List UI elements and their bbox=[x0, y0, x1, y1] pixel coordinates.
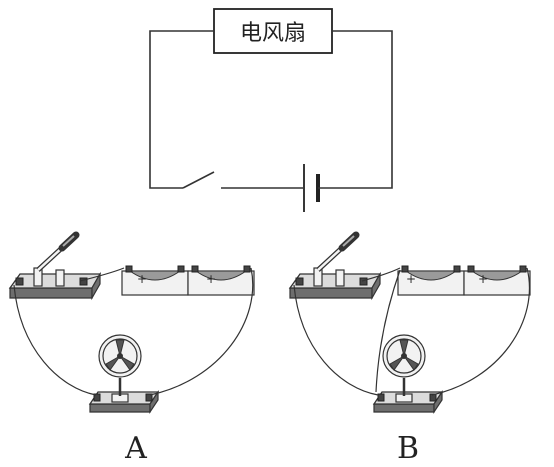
wire-b-1 bbox=[293, 284, 379, 396]
wire-b-2 bbox=[361, 267, 401, 282]
knife-switch-b bbox=[290, 235, 380, 298]
wire-a-3 bbox=[149, 267, 254, 396]
battery-pack-b: + + bbox=[397, 265, 531, 296]
fan-b bbox=[372, 333, 444, 414]
battery-plus-b1: + bbox=[406, 272, 416, 286]
wire-b-3 bbox=[375, 269, 401, 393]
battery-plus-a2: + bbox=[206, 272, 216, 286]
battery-plus-a1: + bbox=[137, 272, 147, 286]
battery-plus-b2: + bbox=[478, 272, 488, 286]
fan-label: 电风扇 bbox=[240, 21, 306, 46]
label-a: A bbox=[124, 431, 147, 466]
switch-blade bbox=[182, 171, 215, 189]
wire-a-2 bbox=[79, 267, 125, 282]
knife-switch-a bbox=[10, 235, 100, 298]
setup-b: + + bbox=[290, 235, 531, 414]
wire-a-1 bbox=[13, 284, 97, 396]
circuit-schematic: 电风扇 bbox=[149, 8, 393, 212]
schematic-wire bbox=[318, 30, 393, 189]
schematic-wire bbox=[149, 30, 214, 189]
battery-pack-a: + + bbox=[121, 265, 255, 296]
fan-a bbox=[88, 333, 160, 414]
wire-b-4 bbox=[431, 267, 530, 396]
setup-a: + + bbox=[10, 235, 255, 414]
label-b: B bbox=[397, 431, 419, 466]
